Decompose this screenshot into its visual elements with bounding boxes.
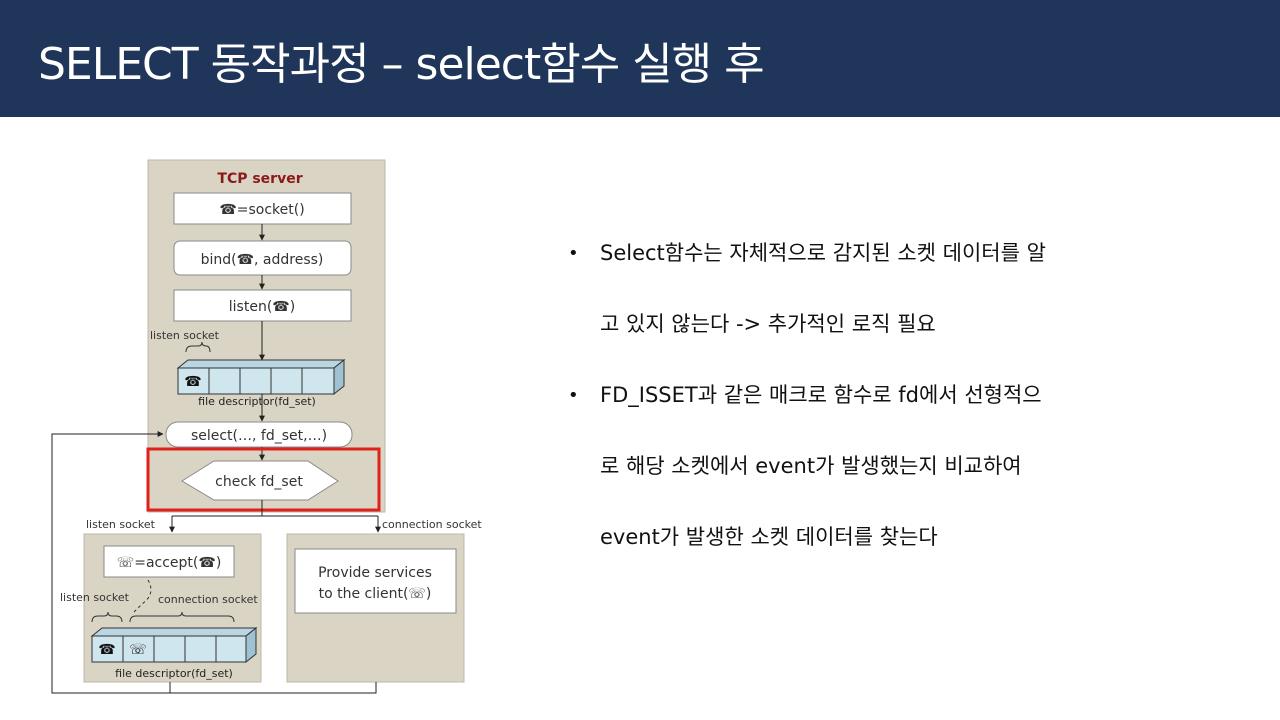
fd-set-array: ☎ xyxy=(176,358,346,396)
listen-socket-label: listen socket xyxy=(150,329,220,342)
check-diamond xyxy=(181,460,339,501)
title-bar: SELECT 동작과정 – select함수 실행 후 xyxy=(0,0,1280,117)
bullet-2-line-3: event가 발생한 소켓 데이터를 찾는다 xyxy=(600,525,938,549)
select-box xyxy=(165,421,353,448)
diagram-canvas: TCP server ☎=socket() bind(☎, address) l… xyxy=(51,159,482,694)
listen-socket-label-2: listen socket xyxy=(60,591,130,604)
accept-label: ☏=accept(☎) xyxy=(117,555,222,571)
branch-left-label: listen socket xyxy=(86,518,156,531)
svg-text:☎: ☎ xyxy=(184,374,201,390)
select-flow-diagram: TCP server ☎=socket() bind(☎, address) l… xyxy=(0,117,520,720)
server-title: TCP server xyxy=(217,171,302,187)
loop-back-right xyxy=(170,682,377,694)
socket-label: ☎=socket() xyxy=(219,202,304,218)
loop-back-line xyxy=(51,431,171,694)
bullet-dot: • xyxy=(568,385,579,406)
bullet-2-line-2: 로 해당 소켓에서 event가 발생했는지 비교하여 xyxy=(600,454,1022,478)
branch-right-label: connection socket xyxy=(382,518,482,531)
highlight-frame xyxy=(146,447,381,512)
service-box xyxy=(294,548,457,614)
service-line2: to the client(☏) xyxy=(319,586,432,602)
bullet-list: • Select함수는 자체적으로 감지된 소켓 데이터를 알 고 있지 않는다… xyxy=(568,218,1168,573)
svg-text:☏: ☏ xyxy=(129,642,147,658)
dashed-connector xyxy=(131,579,152,615)
bullet-item-2: • FD_ISSET과 같은 매크로 함수로 fd에서 선형적으 로 해당 소켓… xyxy=(568,360,1168,573)
connection-brace xyxy=(129,611,235,623)
accept-box xyxy=(103,545,235,578)
check-label: check fd_set xyxy=(215,474,303,490)
bullet-item-1: • Select함수는 자체적으로 감지된 소켓 데이터를 알 고 있지 않는다… xyxy=(568,218,1168,360)
bullet-2-line-1: FD_ISSET과 같은 매크로 함수로 fd에서 선형적으 xyxy=(600,383,1042,407)
listen-brace-2 xyxy=(91,611,123,623)
fd-set-label-2: file descriptor(fd_set) xyxy=(115,667,233,680)
listen-socket-brace xyxy=(185,341,211,353)
bullet-dot: • xyxy=(568,243,579,264)
connection-socket-label: connection socket xyxy=(158,593,258,606)
listen-box xyxy=(173,289,352,322)
select-label: select(…, fd_set,…) xyxy=(191,428,327,444)
bullet-1-line-1: Select함수는 자체적으로 감지된 소켓 데이터를 알 xyxy=(600,241,1046,265)
bullet-1-line-2: 고 있지 않는다 -> 추가적인 로직 필요 xyxy=(600,312,936,336)
socket-box xyxy=(173,192,352,225)
fd-set-label: file descriptor(fd_set) xyxy=(198,395,316,408)
slide-title: SELECT 동작과정 – select함수 실행 후 xyxy=(38,39,765,90)
fd-set-array-2: ☎ ☏ xyxy=(90,626,258,664)
svg-text:☎: ☎ xyxy=(98,642,115,658)
listen-label: listen(☎) xyxy=(229,299,295,315)
service-line1: Provide services xyxy=(318,565,432,581)
bind-label: bind(☎, address) xyxy=(201,252,324,268)
